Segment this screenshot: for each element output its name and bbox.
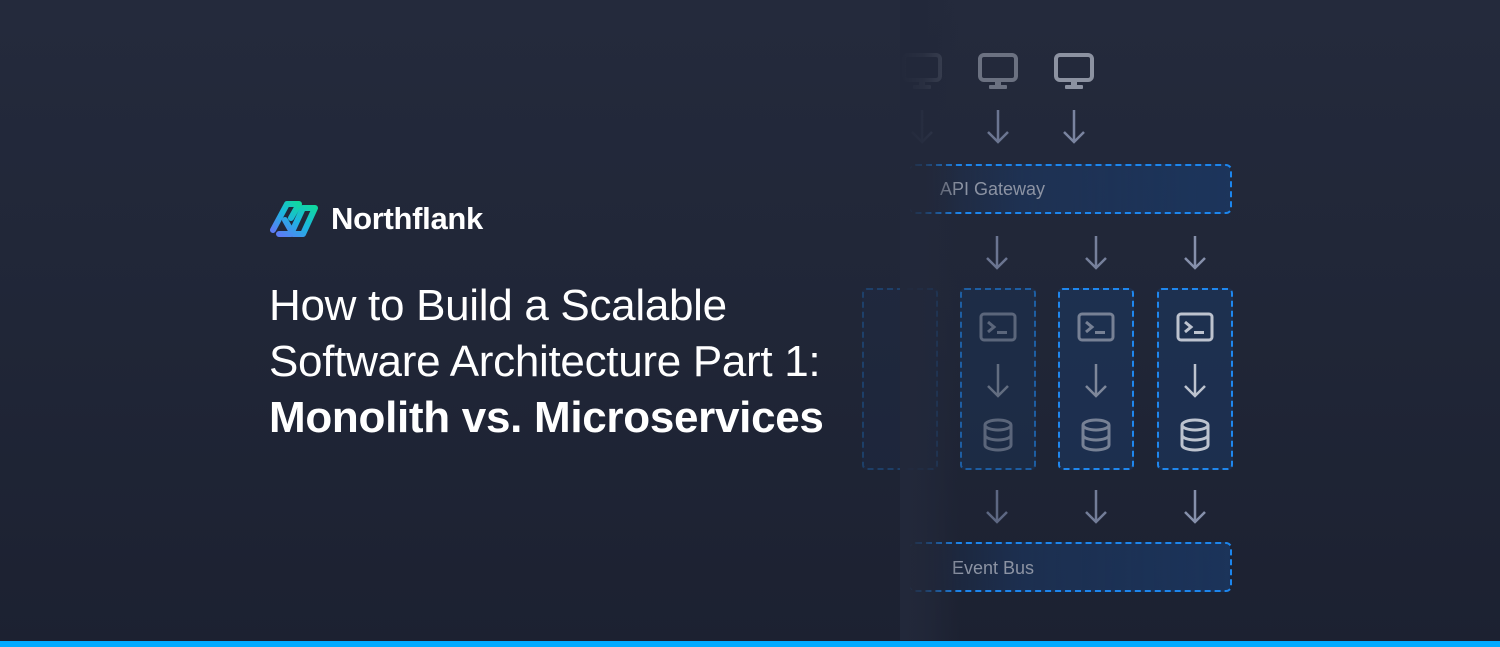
terminal-icon <box>979 312 1017 342</box>
database-icon <box>1081 418 1111 452</box>
api-gateway-box <box>910 164 1232 214</box>
event-bus-label: Event Bus <box>952 558 1035 578</box>
arrow-down-icon <box>1085 236 1107 270</box>
arrow-down-icon <box>1184 236 1206 270</box>
database-icon <box>1180 418 1210 452</box>
service-box <box>1157 288 1233 470</box>
title-line-2: Software Architecture Part 1: <box>269 337 821 386</box>
arrow-down-icon <box>986 236 1008 270</box>
database-icon <box>983 418 1013 452</box>
arrow-down-icon <box>987 110 1009 144</box>
arrow-down-icon <box>1085 364 1107 398</box>
architecture-diagram: API Gateway Event Bus <box>862 0 1260 640</box>
terminal-icon <box>1176 312 1214 342</box>
event-bus-box <box>910 542 1232 592</box>
monitor-icon <box>1054 53 1094 89</box>
arrow-down-icon <box>1085 490 1107 524</box>
arrow-down-icon <box>1063 110 1085 144</box>
northflank-logo-icon <box>270 201 318 237</box>
brand: Northflank <box>269 200 483 238</box>
service-box <box>1058 288 1134 470</box>
service-box <box>960 288 1036 470</box>
brand-name: Northflank <box>331 201 484 236</box>
arrow-down-icon <box>1184 364 1206 398</box>
terminal-icon <box>1077 312 1115 342</box>
monitor-icon <box>902 53 942 89</box>
title-line-1: How to Build a Scalable <box>269 281 727 330</box>
page-title: How to Build a Scalable Software Archite… <box>269 278 949 446</box>
accent-bar <box>0 641 1500 647</box>
arrow-down-icon <box>911 110 933 144</box>
api-gateway-label: API Gateway <box>940 179 1046 199</box>
title-line-3: Monolith vs. Microservices <box>269 393 824 442</box>
monitor-icon <box>978 53 1018 89</box>
arrow-down-icon <box>986 490 1008 524</box>
service-box <box>862 288 938 470</box>
arrow-down-icon <box>987 364 1009 398</box>
arrow-down-icon <box>1184 490 1206 524</box>
